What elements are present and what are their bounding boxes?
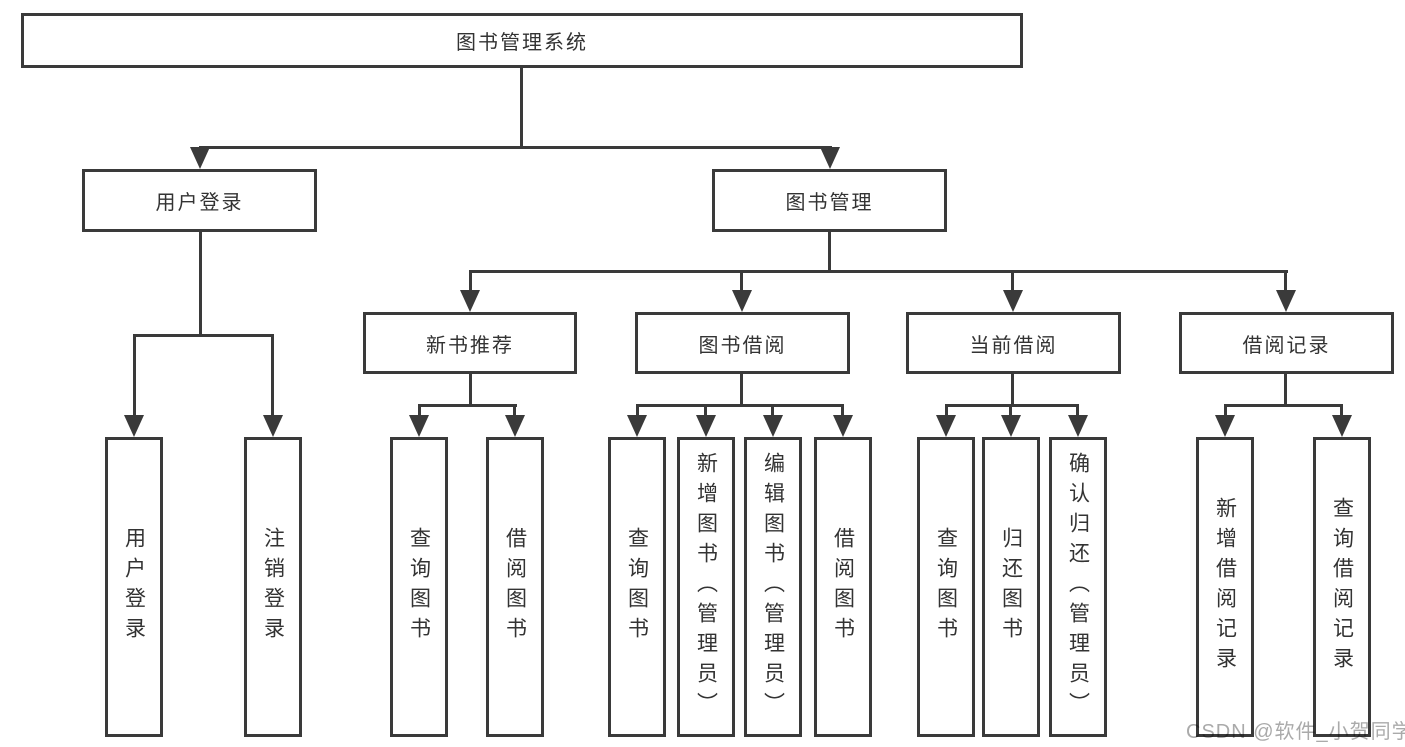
- leaf-query-books-borrow: 查询图书: [608, 437, 666, 737]
- arrow-down-icon: [1276, 290, 1296, 312]
- leaf-confirm-return-admin: 确认归还（管理员）: [1049, 437, 1107, 737]
- csdn-watermark: CSDN @软件_小贺同学: [1186, 721, 1405, 743]
- leaf-label: 新增图书（管理员）: [694, 452, 718, 722]
- connector-line: [1284, 270, 1287, 292]
- arrow-down-icon: [505, 415, 525, 437]
- node-label: 借阅记录: [1242, 334, 1331, 357]
- connector-line: [704, 404, 707, 417]
- leaf-query-books-recommend: 查询图书: [390, 437, 448, 737]
- leaf-add-borrow-record: 新增借阅记录: [1196, 437, 1254, 737]
- connector-line: [469, 372, 472, 407]
- connector-line: [513, 404, 516, 417]
- leaf-label: 查询图书: [625, 527, 649, 647]
- leaf-query-books-current: 查询图书: [917, 437, 975, 737]
- leaf-label: 注销登录: [261, 527, 285, 647]
- arrow-down-icon: [1001, 415, 1021, 437]
- leaf-label: 查询图书: [407, 527, 431, 647]
- arrow-down-icon: [627, 415, 647, 437]
- arrow-down-icon: [263, 415, 283, 437]
- node-book-management: 图书管理: [712, 169, 947, 232]
- arrow-down-icon: [763, 415, 783, 437]
- connector-line: [1011, 372, 1014, 407]
- connector-line: [133, 334, 274, 337]
- node-label: 图书借阅: [698, 334, 787, 357]
- leaf-borrow-books: 借阅图书: [814, 437, 872, 737]
- connector-line: [418, 404, 421, 417]
- connector-line: [828, 231, 831, 273]
- connector-line: [1224, 404, 1343, 407]
- connector-line: [636, 404, 844, 407]
- connector-line: [945, 404, 1079, 407]
- connector-line: [520, 66, 523, 148]
- connector-line: [199, 146, 832, 149]
- connector-line: [199, 230, 202, 336]
- node-label: 用户登录: [155, 192, 244, 214]
- leaf-label: 归还图书: [999, 527, 1023, 647]
- arrow-down-icon: [409, 415, 429, 437]
- connector-line: [841, 404, 844, 417]
- connector-line: [740, 372, 743, 407]
- node-user-login: 用户登录: [82, 169, 317, 232]
- leaf-logout-login: 注销登录: [244, 437, 302, 737]
- arrow-down-icon: [1003, 290, 1023, 312]
- connector-line: [271, 334, 274, 417]
- leaf-label: 借阅图书: [503, 527, 527, 647]
- leaf-add-books-admin: 新增图书（管理员）: [677, 437, 735, 737]
- arrow-down-icon: [820, 147, 840, 169]
- connector-line: [1011, 270, 1014, 292]
- node-library-management-system: 图书管理系统: [21, 13, 1023, 68]
- node-borrow-record: 借阅记录: [1179, 312, 1394, 374]
- node-label: 图书管理系统: [456, 32, 588, 54]
- leaf-label: 编辑图书（管理员）: [761, 452, 785, 722]
- connector-line: [1224, 404, 1227, 417]
- node-book-borrow: 图书借阅: [635, 312, 850, 374]
- arrow-down-icon: [732, 290, 752, 312]
- leaf-return-books: 归还图书: [982, 437, 1040, 737]
- connector-line: [469, 270, 1288, 273]
- arrow-down-icon: [1215, 415, 1235, 437]
- node-label: 图书管理: [785, 192, 874, 214]
- connector-line: [133, 334, 136, 417]
- arrow-down-icon: [460, 290, 480, 312]
- connector-line: [945, 404, 948, 417]
- arrow-down-icon: [936, 415, 956, 437]
- connector-line: [636, 404, 639, 417]
- arrow-down-icon: [190, 147, 210, 169]
- node-new-book-recommend: 新书推荐: [363, 312, 577, 374]
- connector-line: [1009, 404, 1012, 417]
- node-current-borrow: 当前借阅: [906, 312, 1121, 374]
- leaf-label: 查询图书: [934, 527, 958, 647]
- connector-line: [1284, 372, 1287, 407]
- connector-line: [1340, 404, 1343, 417]
- leaf-label: 确认归还（管理员）: [1066, 452, 1090, 722]
- arrow-down-icon: [696, 415, 716, 437]
- node-label: 当前借阅: [969, 334, 1058, 357]
- leaf-label: 新增借阅记录: [1213, 497, 1237, 677]
- connector-line: [469, 270, 472, 292]
- leaf-borrow-books-recommend: 借阅图书: [486, 437, 544, 737]
- leaf-label: 查询借阅记录: [1330, 497, 1354, 677]
- connector-line: [740, 270, 743, 292]
- leaf-label: 借阅图书: [831, 527, 855, 647]
- node-label: 新书推荐: [426, 334, 514, 357]
- leaf-user-login: 用户登录: [105, 437, 163, 737]
- arrow-down-icon: [1332, 415, 1352, 437]
- connector-line: [771, 404, 774, 417]
- leaf-edit-books-admin: 编辑图书（管理员）: [744, 437, 802, 737]
- arrow-down-icon: [124, 415, 144, 437]
- connector-line: [1076, 404, 1079, 417]
- arrow-down-icon: [1068, 415, 1088, 437]
- leaf-query-borrow-record: 查询借阅记录: [1313, 437, 1371, 737]
- connector-line: [418, 404, 517, 407]
- leaf-label: 用户登录: [122, 527, 146, 647]
- arrow-down-icon: [833, 415, 853, 437]
